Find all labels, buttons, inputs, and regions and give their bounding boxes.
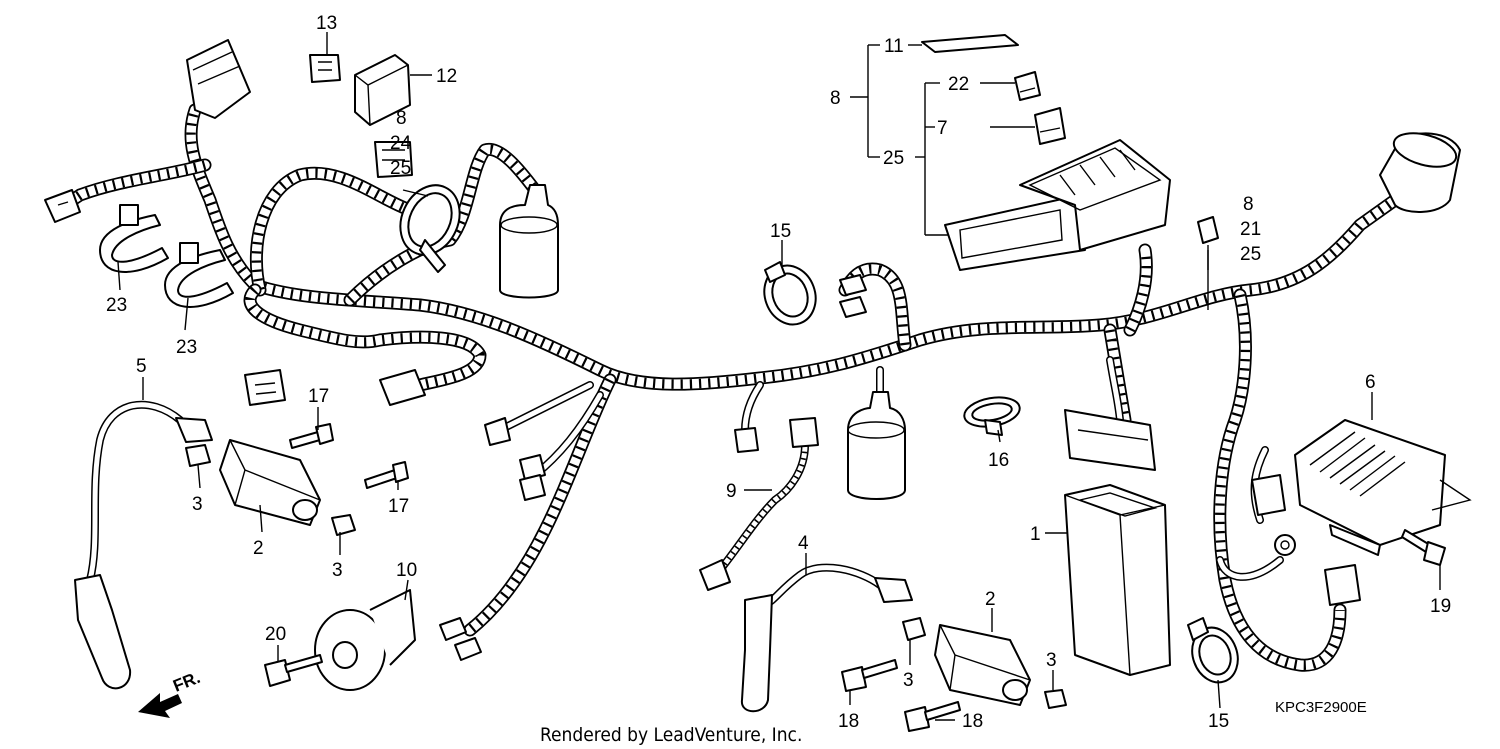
callout-3: 3	[332, 560, 343, 581]
callout-24: 24	[390, 133, 412, 154]
part-20-bolt	[264, 654, 323, 687]
part-15-clamp-a	[763, 261, 817, 326]
capacitor-middle	[847, 391, 906, 500]
part-10-horn	[314, 589, 416, 691]
part-13-relay-socket	[309, 54, 341, 83]
part-3-nut-a	[185, 444, 211, 467]
part-5-spark-plug-wire	[74, 400, 213, 690]
connector-small-mid-a	[484, 417, 511, 446]
callout-18: 18	[962, 711, 983, 732]
callout-25: 25	[390, 158, 411, 179]
callout-7: 7	[937, 118, 948, 139]
ring-terminal	[1274, 534, 1296, 556]
callout-8: 8	[1243, 194, 1254, 215]
part-23-clip-b	[164, 242, 234, 308]
part-11-fuse-label	[921, 34, 1019, 53]
fuse-box	[944, 139, 1171, 271]
small-connector-left	[44, 189, 81, 223]
callout-13: 13	[316, 13, 337, 34]
callout-12: 12	[436, 66, 457, 87]
callout-21: 21	[1240, 219, 1261, 240]
part-7-fuse	[1034, 107, 1066, 145]
part-9-sub-harness	[699, 417, 819, 591]
callout-20: 20	[265, 624, 286, 645]
part-4-spark-plug-wire	[740, 563, 913, 713]
callout-17: 17	[388, 496, 409, 517]
part-3-nut-b	[331, 514, 356, 536]
part-15-clamp-b	[1187, 617, 1239, 684]
part-16-clamp	[963, 396, 1021, 436]
connector-ecu	[1064, 409, 1156, 471]
callout-1: 1	[1030, 524, 1041, 545]
callout-17: 17	[308, 386, 329, 407]
callout-25: 25	[883, 148, 904, 169]
leader-lines	[117, 32, 1441, 721]
part-22-fuse	[1014, 71, 1041, 101]
part-25-band-clamp	[399, 184, 461, 273]
main-connector-top-left	[186, 39, 251, 119]
diagram-code: KPC3F2900E	[1275, 699, 1367, 716]
callout-11: 11	[884, 36, 904, 57]
callout-10: 10	[396, 560, 417, 581]
connector-pair-top-mid	[839, 274, 867, 318]
part-2-ignition-coil-right	[934, 624, 1031, 706]
callout-6: 6	[1365, 372, 1376, 393]
callout-3: 3	[192, 494, 203, 515]
callout-23: 23	[176, 337, 197, 358]
part-24-connector	[374, 141, 413, 178]
part-6-regulator	[1294, 419, 1472, 556]
part-17-bolt-b	[364, 461, 409, 489]
part-21-fuse	[1197, 216, 1219, 244]
connector-regulator-side	[1251, 474, 1361, 606]
part-2-ignition-coil-left	[219, 439, 321, 526]
callout-22: 22	[948, 74, 969, 95]
callout-15: 15	[1208, 711, 1229, 732]
part-19-bolt	[1401, 529, 1446, 566]
callout-4: 4	[798, 533, 809, 554]
render-credit: Rendered by LeadVenture, Inc.	[540, 724, 802, 746]
capacitor-top	[499, 184, 559, 299]
part-18-bolt-a	[841, 659, 898, 692]
part-12-relay	[354, 54, 411, 126]
callout-8: 8	[396, 108, 407, 129]
callout-5: 5	[136, 356, 147, 377]
part-23-clip-a	[99, 204, 169, 273]
callout-8: 8	[830, 88, 841, 109]
part-17-bolt-a	[289, 423, 334, 449]
connector-left-lower	[244, 369, 286, 406]
part-3-nut-c	[902, 617, 926, 641]
callout-3: 3	[903, 670, 914, 691]
callout-9: 9	[726, 481, 737, 502]
callout-2: 2	[985, 589, 996, 610]
part-1-control-unit	[1064, 484, 1171, 676]
part-3-nut-d	[1044, 689, 1067, 709]
part-18-bolt-b	[904, 701, 961, 732]
front-direction-arrow	[138, 693, 182, 718]
connector-pair-lower	[439, 617, 482, 661]
callout-3: 3	[1046, 650, 1057, 671]
callout-16: 16	[988, 450, 1009, 471]
front-direction-label: FR.	[170, 668, 203, 696]
callout-2: 2	[253, 538, 264, 559]
connector-small-mid-b	[519, 454, 546, 501]
callout-15: 15	[770, 221, 791, 242]
callout-23: 23	[106, 295, 127, 316]
connector-left-mid	[379, 369, 426, 406]
callout-18: 18	[838, 711, 859, 732]
callout-25: 25	[1240, 244, 1261, 265]
callout-labels: 13 12 8 24 25 23 23 5 17 3 17 2 3 10 20 …	[106, 13, 1451, 732]
callout-19: 19	[1430, 596, 1451, 617]
capacitor-top-right	[1379, 132, 1461, 213]
